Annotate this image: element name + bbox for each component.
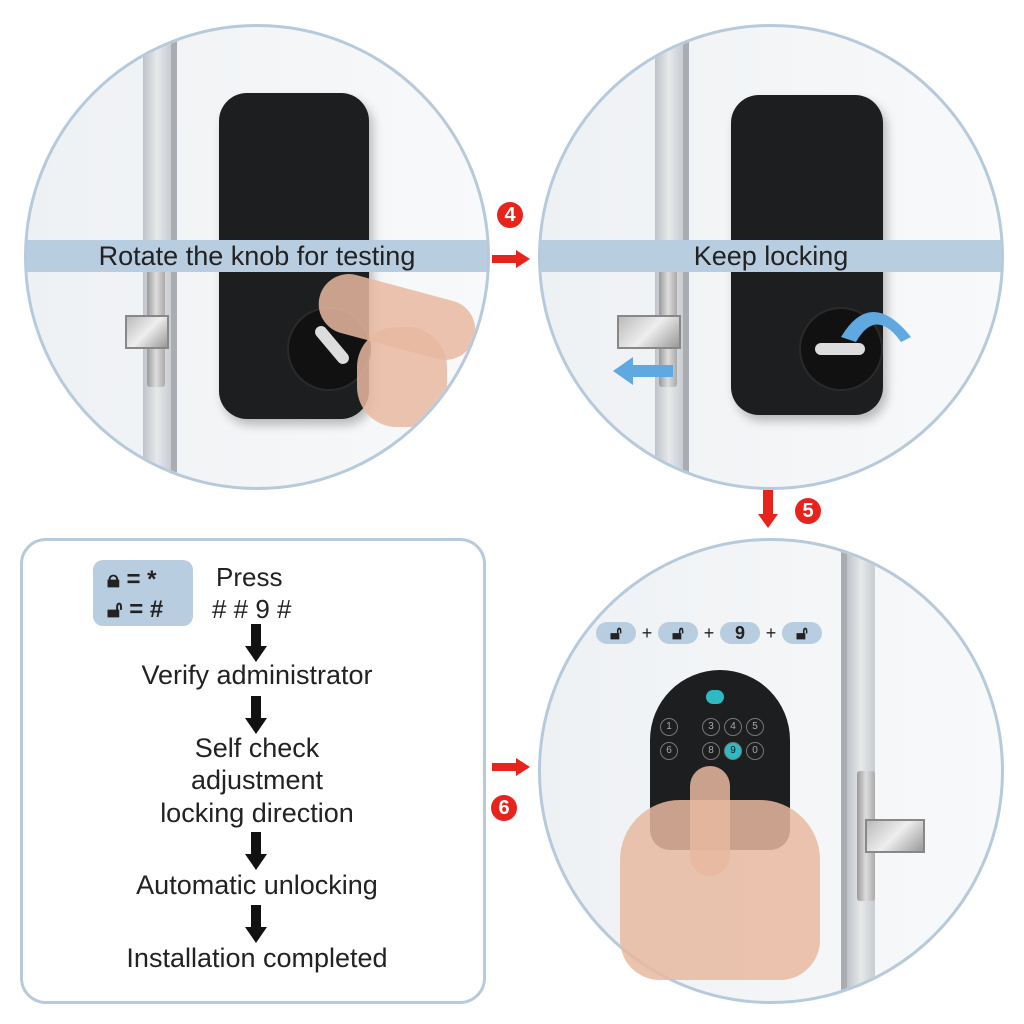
latch-bolt — [865, 819, 925, 853]
flow-step-complete: Installation completed — [126, 943, 388, 973]
unlock-icon: 🔓︎ — [610, 622, 622, 643]
code-sequence: 🔓︎ + 🔓︎ +9 + 🔓︎ — [596, 622, 822, 644]
unlock-icon: 🔓︎ — [107, 596, 123, 623]
keypad-key-3[interactable]: 3 — [702, 718, 720, 736]
flow-step-auto-unlock: Automatic unlocking — [136, 870, 378, 900]
unlock-icon: 🔓︎ — [796, 622, 808, 643]
flow-step-direction: locking direction — [160, 798, 354, 828]
arrow-down-black-icon — [245, 696, 267, 734]
lock-equals-star: = * — [126, 566, 157, 593]
keypad-key-5[interactable]: 5 — [746, 718, 764, 736]
step-number-5: 5 — [795, 498, 821, 524]
plus-sign: + — [703, 622, 715, 643]
hand-pressing-keypad — [620, 800, 820, 980]
plus-sign: + — [765, 622, 777, 643]
arrow-left-blue-icon — [613, 357, 673, 385]
hand-illustration — [357, 327, 447, 427]
banner-keep-locking: Keep locking — [541, 240, 1001, 272]
banner-rotate-knob: Rotate the knob for testing — [27, 240, 487, 272]
flow-step-verify: Verify administrator — [141, 660, 373, 690]
arrow-down-black-icon — [245, 624, 267, 662]
nine-label: 9 — [734, 622, 745, 643]
arrow-right-red-icon — [492, 250, 530, 268]
keypad-key-8[interactable]: 8 — [702, 742, 720, 760]
arrow-down-black-icon — [245, 905, 267, 943]
keypad-key-6[interactable]: 6 — [660, 742, 678, 760]
keypad-unlock-indicator — [706, 690, 724, 704]
press-label: Press — [216, 562, 283, 592]
nine-key-pill: 9 — [720, 622, 760, 644]
legend-lock-row: 🔒︎ = * — [107, 566, 156, 594]
flow-step-adjustment: adjustment — [190, 765, 324, 795]
lock-icon: 🔒︎ — [107, 566, 120, 593]
door-edge — [841, 541, 847, 1001]
keypad-key-9[interactable]: 9 — [724, 742, 742, 760]
latch-bolt-extended — [617, 315, 681, 349]
step-number-4: 4 — [497, 202, 523, 228]
unlock-key-pill: 🔓︎ — [658, 622, 698, 644]
unlock-icon: 🔓︎ — [672, 622, 684, 643]
code-label: # # 9 # — [212, 594, 292, 624]
keypad-key-4[interactable]: 4 — [724, 718, 742, 736]
latch-bolt — [125, 315, 169, 349]
keypad-key-1[interactable]: 1 — [660, 718, 678, 736]
unlock-key-pill: 🔓︎ — [596, 622, 636, 644]
keypad-key-0[interactable]: 0 — [746, 742, 764, 760]
rotate-arrow-blue-icon — [841, 312, 911, 342]
step-number-6: 6 — [491, 795, 517, 821]
symbol-legend: 🔒︎ = * 🔓︎ = # — [93, 560, 193, 626]
arrow-down-red-icon — [758, 490, 778, 528]
flow-step-self-check: Self check — [194, 733, 320, 763]
plus-sign: + — [641, 622, 653, 643]
arrow-down-black-icon — [245, 832, 267, 870]
legend-unlock-row: 🔓︎ = # — [107, 596, 163, 624]
unlock-equals-hash: = # — [129, 596, 164, 623]
arrow-right-red-icon — [492, 758, 530, 776]
unlock-key-pill: 🔓︎ — [782, 622, 822, 644]
